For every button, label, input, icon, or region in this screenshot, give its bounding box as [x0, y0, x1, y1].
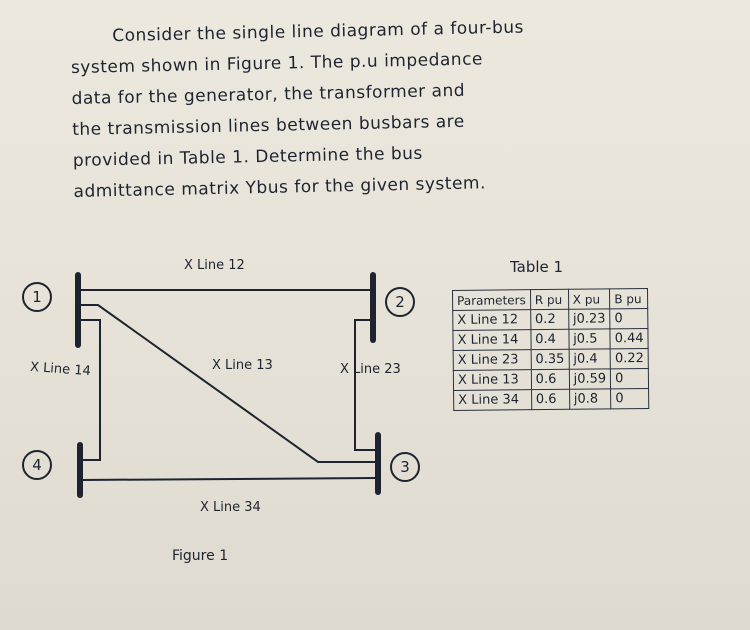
table-row: X Line 34 0.6 j0.8 0	[453, 388, 649, 411]
cell-parameter: X Line 34	[453, 389, 532, 411]
cell-x: j0.4	[568, 348, 611, 370]
label-line-23: X Line 23	[340, 362, 401, 377]
cell-parameter: X Line 23	[453, 349, 532, 371]
header-x-pu: X pu	[568, 288, 610, 310]
cell-x: j0.23	[568, 308, 611, 330]
line-2-3	[354, 319, 377, 451]
header-r-pu: R pu	[530, 289, 569, 310]
table-row: X Line 12 0.2 j0.23 0	[452, 308, 649, 331]
header-b-pu: B pu	[609, 288, 648, 309]
table-row: X Line 23 0.35 j0.4 0.22	[453, 348, 649, 371]
bus-1-label: 1	[22, 282, 52, 312]
line-1-3	[79, 304, 377, 463]
cell-parameter: X Line 13	[453, 369, 532, 391]
cell-x: j0.8	[569, 388, 611, 410]
bus-2-label: 2	[385, 287, 415, 317]
cell-b: 0.44	[610, 328, 649, 349]
table-header-row: Parameters R pu X pu B pu	[452, 288, 648, 311]
header-parameters: Parameters	[452, 289, 531, 311]
parameters-table: Parameters R pu X pu B pu X Line 12 0.2 …	[452, 288, 649, 411]
line-1-4	[79, 319, 101, 461]
cell-r: 0.6	[531, 369, 570, 390]
bus-4-label: 4	[22, 450, 52, 480]
cell-x: j0.5	[568, 328, 611, 350]
cell-r: 0.35	[530, 349, 569, 370]
cell-x: j0.59	[568, 368, 611, 390]
cell-r: 0.6	[531, 389, 570, 410]
label-line-12: X Line 12	[184, 258, 245, 273]
cell-r: 0.4	[530, 329, 569, 350]
cell-parameter: X Line 12	[452, 309, 531, 331]
table-row: X Line 13 0.6 j0.59 0	[453, 368, 649, 391]
cell-b: 0	[609, 308, 649, 329]
cell-b: 0	[610, 388, 649, 409]
cell-b: 0	[610, 368, 649, 389]
cell-b: 0.22	[610, 348, 649, 369]
cell-parameter: X Line 14	[452, 329, 531, 351]
label-line-34: X Line 34	[200, 500, 261, 515]
cell-r: 0.2	[530, 309, 569, 330]
table-row: X Line 14 0.4 j0.5 0.44	[452, 328, 649, 351]
bus-3-label: 3	[390, 452, 420, 482]
label-line-13: X Line 13	[212, 358, 273, 373]
figure-caption: Figure 1	[172, 548, 229, 564]
table-title: Table 1	[510, 258, 564, 276]
line-3-4	[81, 477, 377, 481]
